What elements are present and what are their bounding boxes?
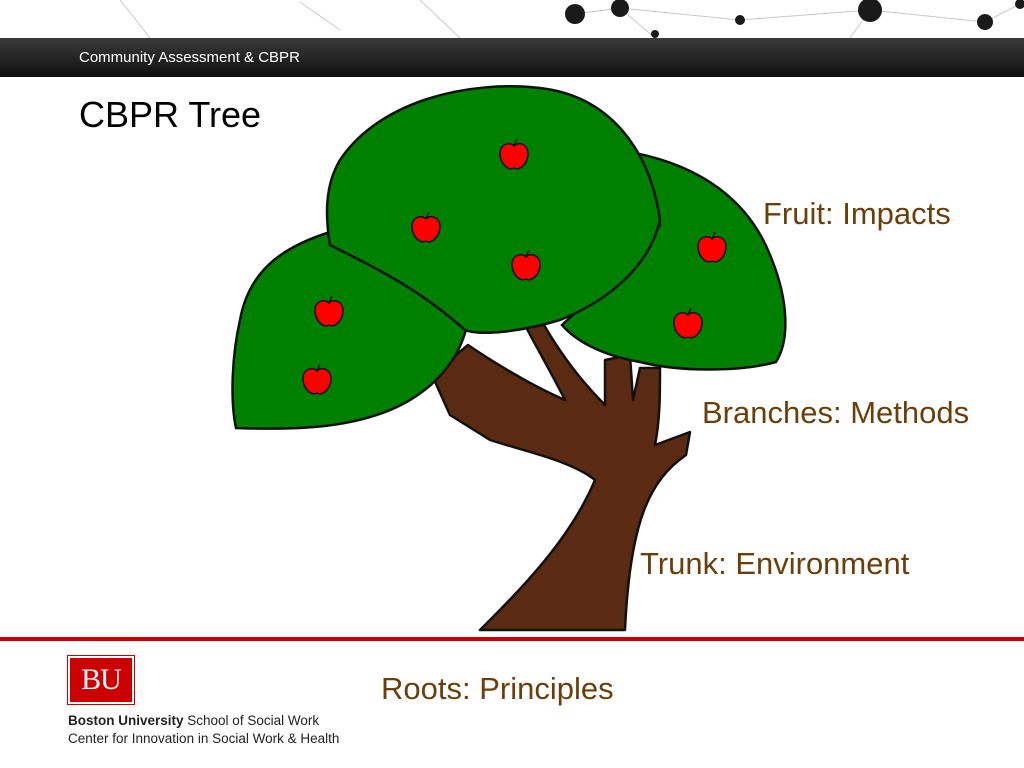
university-name: Boston University	[68, 713, 184, 728]
center-name: Center for Innovation in Social Work & H…	[68, 731, 340, 746]
bu-logo: BU	[67, 655, 135, 705]
network-background-icon	[119, 0, 1024, 39]
label-branches: Branches: Methods	[702, 395, 970, 430]
apple-icon	[314, 295, 344, 327]
label-trunk: Trunk: Environment	[640, 546, 910, 581]
header-text: Community Assessment & CBPR	[79, 49, 300, 66]
apple-icon	[511, 249, 541, 281]
slide-title: CBPR Tree	[79, 94, 262, 135]
university-line: Boston University School of Social Work	[68, 713, 319, 728]
school-name: School of Social Work	[183, 713, 320, 728]
apple-icon	[302, 363, 332, 395]
apple-icon	[673, 307, 703, 339]
bu-logo-text: BU	[81, 663, 122, 696]
tree-trunk	[430, 316, 692, 632]
label-fruit: Fruit: Impacts	[763, 196, 951, 231]
foliage-center	[325, 85, 662, 335]
apple-icon	[499, 138, 529, 170]
label-roots: Roots: Principles	[381, 671, 614, 706]
header-bar: Community Assessment & CBPR	[0, 38, 1024, 77]
apple-icon	[697, 231, 727, 263]
apple-icon	[411, 211, 441, 243]
footer-divider	[0, 637, 1024, 641]
